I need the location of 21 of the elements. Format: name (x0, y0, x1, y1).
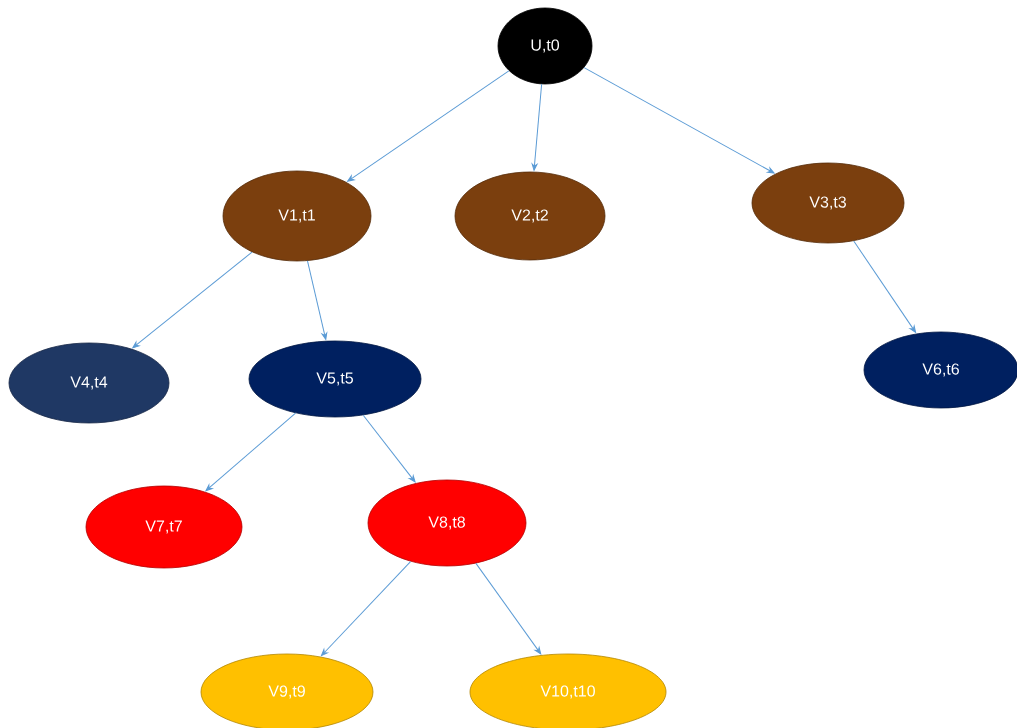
arrow (307, 260, 328, 340)
arrow (583, 67, 775, 174)
ellipse-node: V4,t4 (8, 342, 170, 424)
arrow (132, 251, 253, 349)
arrow (347, 70, 510, 182)
arrow (205, 412, 297, 492)
arrow (320, 561, 411, 657)
arrow (531, 83, 543, 171)
ellipse-node: V7,t7 (85, 485, 243, 569)
ellipse-node: V10,t10 (469, 653, 667, 728)
arrow (475, 562, 542, 655)
ellipse-node: U,t0 (497, 7, 593, 85)
ellipse-node: V2,t2 (454, 171, 606, 261)
arrow (362, 414, 416, 483)
ellipse-node: V9,t9 (200, 653, 374, 728)
arrow (853, 240, 917, 333)
ellipse-node: V1,t1 (222, 170, 372, 262)
ellipse-node: V3,t3 (751, 162, 905, 244)
ellipse-node: V5,t5 (248, 340, 422, 418)
ellipse-node: V6,t6 (863, 331, 1017, 409)
ellipse-node: V8,t8 (367, 479, 527, 567)
